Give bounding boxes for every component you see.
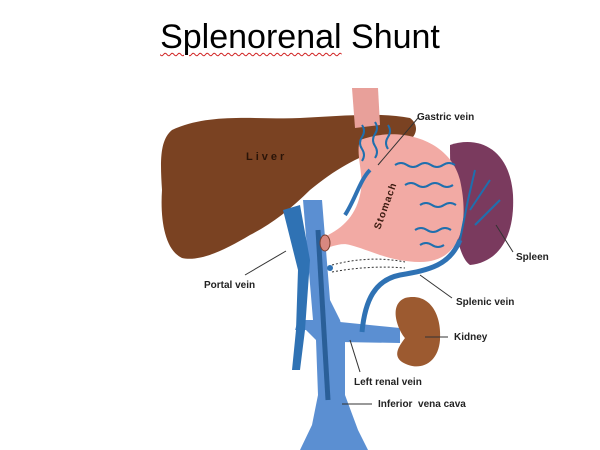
- portal-vein: [283, 205, 310, 370]
- spleen-label: Spleen: [516, 252, 549, 263]
- left-renal-vein: [340, 322, 400, 343]
- slide-title: Splenorenal Shunt: [0, 18, 600, 57]
- liver-label: Liver: [246, 151, 287, 163]
- esophagus: [352, 88, 380, 128]
- kidney-label: Kidney: [454, 332, 488, 343]
- gastric-varices: [359, 121, 501, 248]
- portal-vein-label: Portal vein: [204, 280, 255, 291]
- liver: [161, 114, 416, 259]
- pylorus: [319, 234, 331, 252]
- spleen: [450, 142, 514, 265]
- gastric-vein-label: Gastric vein: [417, 112, 474, 123]
- left-renal-vein-label: Left renal vein: [354, 377, 422, 388]
- inferior-vena-cava-label: Inferior vena cava: [378, 399, 466, 410]
- inferior-vena-cava: [295, 200, 368, 450]
- splenic-vein: [359, 238, 463, 333]
- ligated-vein-stump: [327, 265, 333, 271]
- gastric-vein: [343, 168, 372, 217]
- title-word-splenorenal: Splenorenal: [160, 18, 342, 56]
- splenic-vein-label: Splenic vein: [456, 297, 514, 308]
- kidney: [395, 297, 441, 367]
- title-word-shunt: Shunt: [351, 18, 440, 56]
- original-splenic-vein-course: [331, 258, 406, 273]
- shunt-vessel: [315, 229, 331, 401]
